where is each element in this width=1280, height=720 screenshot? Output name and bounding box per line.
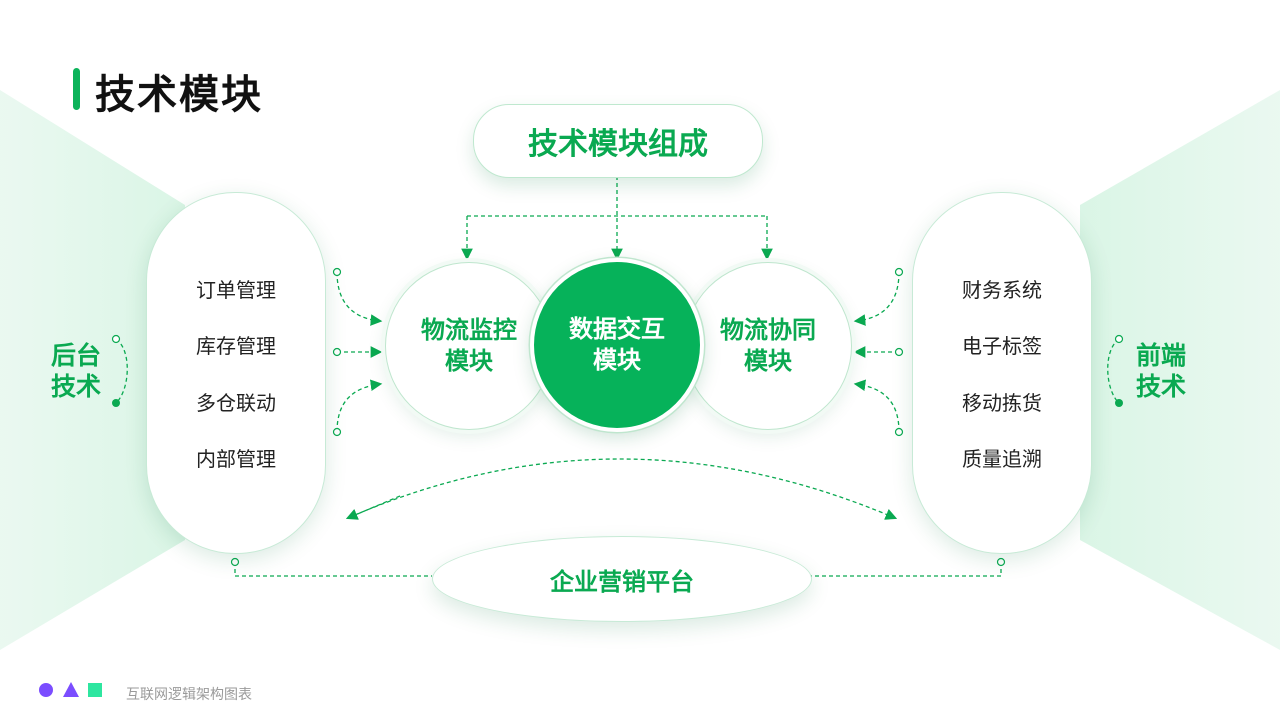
node-dot bbox=[894, 427, 904, 437]
right-column-pill: 财务系统 电子标签 移动拣货 质量追溯 bbox=[912, 192, 1092, 554]
connector-left-3 bbox=[336, 379, 383, 433]
right-item: 移动拣货 bbox=[962, 391, 1042, 415]
connector-left-label-curl bbox=[115, 338, 128, 404]
left-item: 内部管理 bbox=[196, 447, 276, 471]
left-side-label: 后台 技术 bbox=[50, 341, 101, 401]
node-dot-filled bbox=[112, 399, 120, 407]
footer-shapes bbox=[39, 682, 102, 697]
node-dot bbox=[894, 267, 904, 277]
connector-bottom-left bbox=[234, 562, 432, 577]
footer-triangle-icon bbox=[63, 682, 79, 697]
node-dot-filled bbox=[1115, 399, 1123, 407]
node-dot bbox=[332, 267, 342, 277]
left-item: 库存管理 bbox=[196, 334, 276, 358]
connector-right-label-curl bbox=[1107, 338, 1120, 404]
node-dot bbox=[230, 557, 240, 567]
left-glow-wedge bbox=[0, 90, 185, 650]
left-column-pill: 订单管理 库存管理 多仓联动 内部管理 bbox=[146, 192, 326, 554]
right-item: 质量追溯 bbox=[962, 447, 1042, 471]
node-dot bbox=[1114, 334, 1124, 344]
connector-right-3 bbox=[853, 379, 900, 433]
connector-arc bbox=[347, 458, 898, 520]
right-item: 财务系统 bbox=[962, 278, 1042, 302]
footer-square-icon bbox=[88, 683, 102, 697]
node-dot bbox=[111, 334, 121, 344]
connector-arc-start bbox=[345, 495, 401, 520]
circle-logistics-collab: 物流协同 模块 bbox=[684, 262, 852, 430]
footer-circle-icon bbox=[39, 683, 53, 697]
right-side-label: 前端 技术 bbox=[1135, 341, 1186, 401]
node-dot bbox=[894, 347, 904, 357]
right-item: 电子标签 bbox=[962, 334, 1042, 358]
bottom-platform-ellipse: 企业营销平台 bbox=[432, 536, 812, 622]
page-title: 技术模块 bbox=[95, 72, 263, 118]
node-dot bbox=[332, 347, 342, 357]
node-dot bbox=[332, 427, 342, 437]
footer-caption: 互联网逻辑架构图表 bbox=[126, 687, 252, 703]
left-item: 订单管理 bbox=[196, 278, 276, 302]
title-accent-bar bbox=[73, 68, 80, 110]
connector-left-1 bbox=[336, 271, 383, 326]
connector-right-1 bbox=[853, 271, 900, 326]
node-dot bbox=[996, 557, 1006, 567]
circle-logistics-monitor: 物流监控 模块 bbox=[385, 262, 553, 430]
left-item: 多仓联动 bbox=[196, 391, 276, 415]
connector-bottom-right bbox=[810, 562, 1002, 577]
right-glow-wedge bbox=[1080, 90, 1280, 650]
top-module-pill: 技术模块组成 bbox=[473, 104, 763, 178]
circle-data-exchange: 数据交互 模块 bbox=[530, 258, 704, 432]
